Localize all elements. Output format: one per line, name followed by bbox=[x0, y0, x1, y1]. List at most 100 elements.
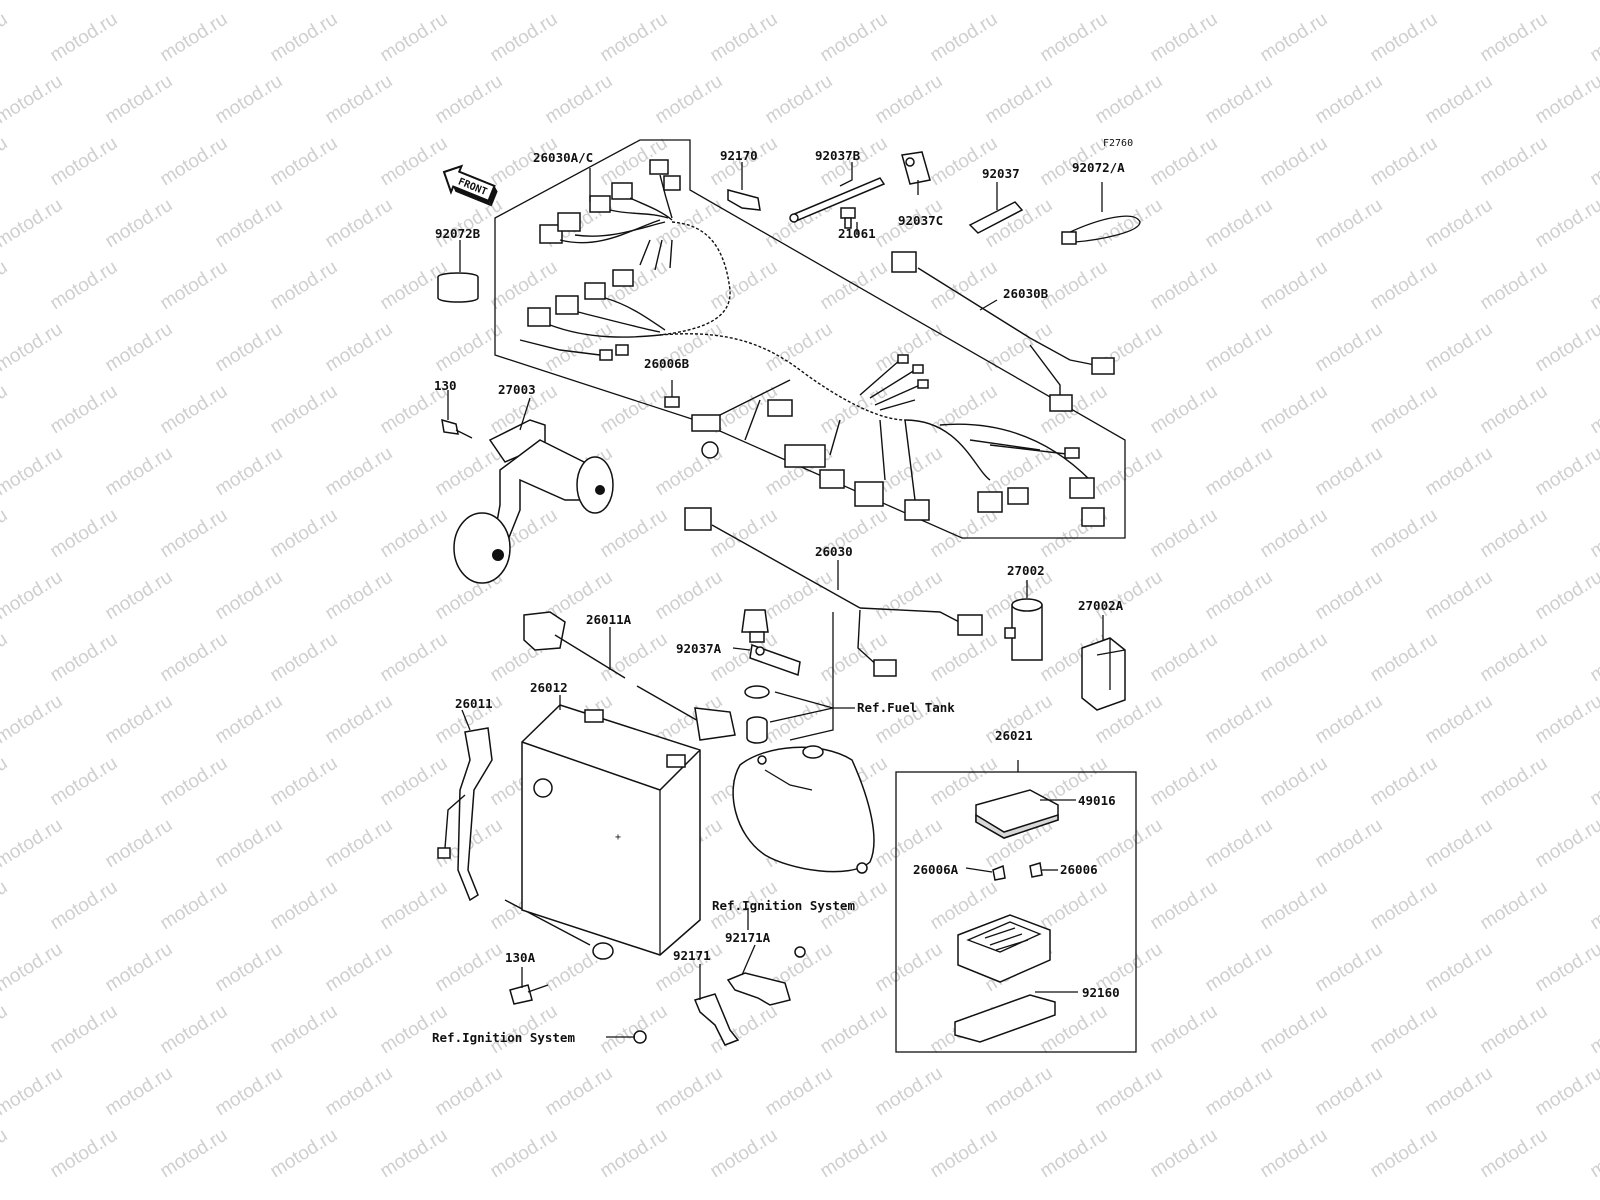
label-26011: 26011 bbox=[455, 696, 493, 711]
watermark-text: motod.ru bbox=[1532, 71, 1600, 129]
watermark-text: motod.ru bbox=[817, 1125, 892, 1183]
watermark-text: motod.ru bbox=[817, 1001, 892, 1059]
watermark-text: motod.ru bbox=[322, 195, 397, 253]
watermark-text: motod.ru bbox=[1477, 629, 1552, 687]
watermark-text: motod.ru bbox=[1147, 753, 1222, 811]
label-92037C: 92037C bbox=[898, 213, 943, 228]
watermark-text: motod.ru bbox=[47, 381, 122, 439]
label-27002: 27002 bbox=[1007, 563, 1045, 578]
watermark-text: motod.ru bbox=[1477, 381, 1552, 439]
watermark-text: motod.ru bbox=[47, 9, 122, 67]
watermark-text: motod.ru bbox=[102, 443, 177, 501]
watermark-text: motod.ru bbox=[1422, 939, 1497, 997]
watermark-text: motod.ru bbox=[597, 257, 672, 315]
watermark-text: motod.ru bbox=[1477, 257, 1552, 315]
watermark-text: motod.ru bbox=[157, 877, 232, 935]
part-92037C-clamp bbox=[901, 151, 931, 185]
part-26006B-fuse bbox=[664, 396, 680, 408]
part-92171A-bracket bbox=[726, 946, 806, 1006]
watermark-text: motod.ru bbox=[157, 629, 232, 687]
part-27003-horn bbox=[453, 419, 614, 584]
watermark-text: motod.ru bbox=[1092, 815, 1167, 873]
watermark-text: motod.ru bbox=[1147, 1125, 1222, 1183]
watermark-text: motod.ru bbox=[872, 939, 947, 997]
watermark-text: motod.ru bbox=[1532, 567, 1600, 625]
watermark-text: motod.ru bbox=[1202, 691, 1277, 749]
watermark-text: motod.ru bbox=[1532, 195, 1600, 253]
watermark-text: motod.ru bbox=[487, 1125, 562, 1183]
watermark-text: motod.ru bbox=[1257, 257, 1332, 315]
watermark-text: motod.ru bbox=[1367, 1001, 1442, 1059]
watermark-text: motod.ru bbox=[157, 381, 232, 439]
label-92072B: 92072B bbox=[435, 226, 481, 241]
part-26011A-cable bbox=[523, 611, 736, 741]
watermark-text: motod.ru bbox=[0, 381, 11, 439]
watermark-text: motod.ru bbox=[1587, 505, 1600, 563]
watermark-text: motod.ru bbox=[597, 629, 672, 687]
watermark-text: motod.ru bbox=[872, 319, 947, 377]
watermark-text: motod.ru bbox=[377, 753, 452, 811]
watermark-text: motod.ru bbox=[267, 9, 342, 67]
label-26030B: 26030B bbox=[1003, 286, 1049, 301]
watermark-text: motod.ru bbox=[1257, 505, 1332, 563]
watermark-text: motod.ru bbox=[0, 877, 11, 935]
watermark-text: motod.ru bbox=[47, 505, 122, 563]
watermark-text: motod.ru bbox=[707, 505, 782, 563]
label-92170: 92170 bbox=[720, 148, 758, 163]
label-26006B: 26006B bbox=[644, 356, 690, 371]
ref-ignition-system-2: Ref.Ignition System bbox=[432, 1030, 575, 1045]
watermark-text: motod.ru bbox=[1422, 691, 1497, 749]
watermark-text: motod.ru bbox=[487, 9, 562, 67]
label-49016: 49016 bbox=[1078, 793, 1116, 808]
label-92171A: 92171A bbox=[725, 930, 771, 945]
watermark-text: motod.ru bbox=[0, 319, 66, 377]
watermark-text: motod.ru bbox=[1257, 877, 1332, 935]
label-26021: 26021 bbox=[995, 728, 1033, 743]
watermark-text: motod.ru bbox=[1587, 257, 1600, 315]
watermark-text: motod.ru bbox=[157, 505, 232, 563]
watermark-text: motod.ru bbox=[102, 691, 177, 749]
label-92160: 92160 bbox=[1082, 985, 1120, 1000]
part-92170-bracket bbox=[727, 189, 761, 211]
watermark-text: motod.ru bbox=[1477, 753, 1552, 811]
watermark-text: motod.ru bbox=[1092, 1063, 1167, 1121]
fuel-tank bbox=[732, 745, 875, 874]
watermark-text: motod.ru bbox=[872, 0, 947, 4]
watermark-text: motod.ru bbox=[487, 257, 562, 315]
watermark-text: motod.ru bbox=[1532, 691, 1600, 749]
watermark-text: motod.ru bbox=[1477, 1001, 1552, 1059]
watermark-text: motod.ru bbox=[157, 9, 232, 67]
watermark-text: motod.ru bbox=[1312, 195, 1387, 253]
label-92037: 92037 bbox=[982, 166, 1020, 181]
watermark-text: motod.ru bbox=[212, 815, 287, 873]
watermark-text: motod.ru bbox=[1367, 381, 1442, 439]
watermark-text: motod.ru bbox=[1202, 319, 1277, 377]
part-130-bolt bbox=[441, 418, 473, 439]
watermark-text: motod.ru bbox=[377, 629, 452, 687]
label-26030: 26030 bbox=[815, 544, 853, 559]
watermark-text: motod.ru bbox=[0, 9, 11, 67]
watermark-text: motod.ru bbox=[1367, 505, 1442, 563]
watermark-text: motod.ru bbox=[1587, 1125, 1600, 1183]
watermark-text: motod.ru bbox=[1202, 0, 1277, 4]
watermark-text: motod.ru bbox=[322, 815, 397, 873]
watermark-text: motod.ru bbox=[872, 71, 947, 129]
watermark-text: motod.ru bbox=[377, 1125, 452, 1183]
watermark-text: motod.ru bbox=[1532, 0, 1600, 4]
label-26012: 26012 bbox=[530, 680, 568, 695]
watermark-text: motod.ru bbox=[1477, 9, 1552, 67]
watermark-text: motod.ru bbox=[1587, 9, 1600, 67]
watermark-text: motod.ru bbox=[1257, 753, 1332, 811]
watermark-text: motod.ru bbox=[707, 9, 782, 67]
fuel-tank-leaders bbox=[769, 612, 855, 741]
watermark-text: motod.ru bbox=[1092, 443, 1167, 501]
watermark-text: motod.ru bbox=[0, 939, 66, 997]
watermark-text: motod.ru bbox=[762, 691, 837, 749]
watermark-text: motod.ru bbox=[1257, 9, 1332, 67]
watermark-text: motod.ru bbox=[47, 1001, 122, 1059]
watermark-text: motod.ru bbox=[1257, 1125, 1332, 1183]
watermark-text: motod.ru bbox=[1532, 443, 1600, 501]
part-27002 bbox=[1004, 598, 1043, 661]
leader-lines bbox=[447, 162, 1104, 1038]
